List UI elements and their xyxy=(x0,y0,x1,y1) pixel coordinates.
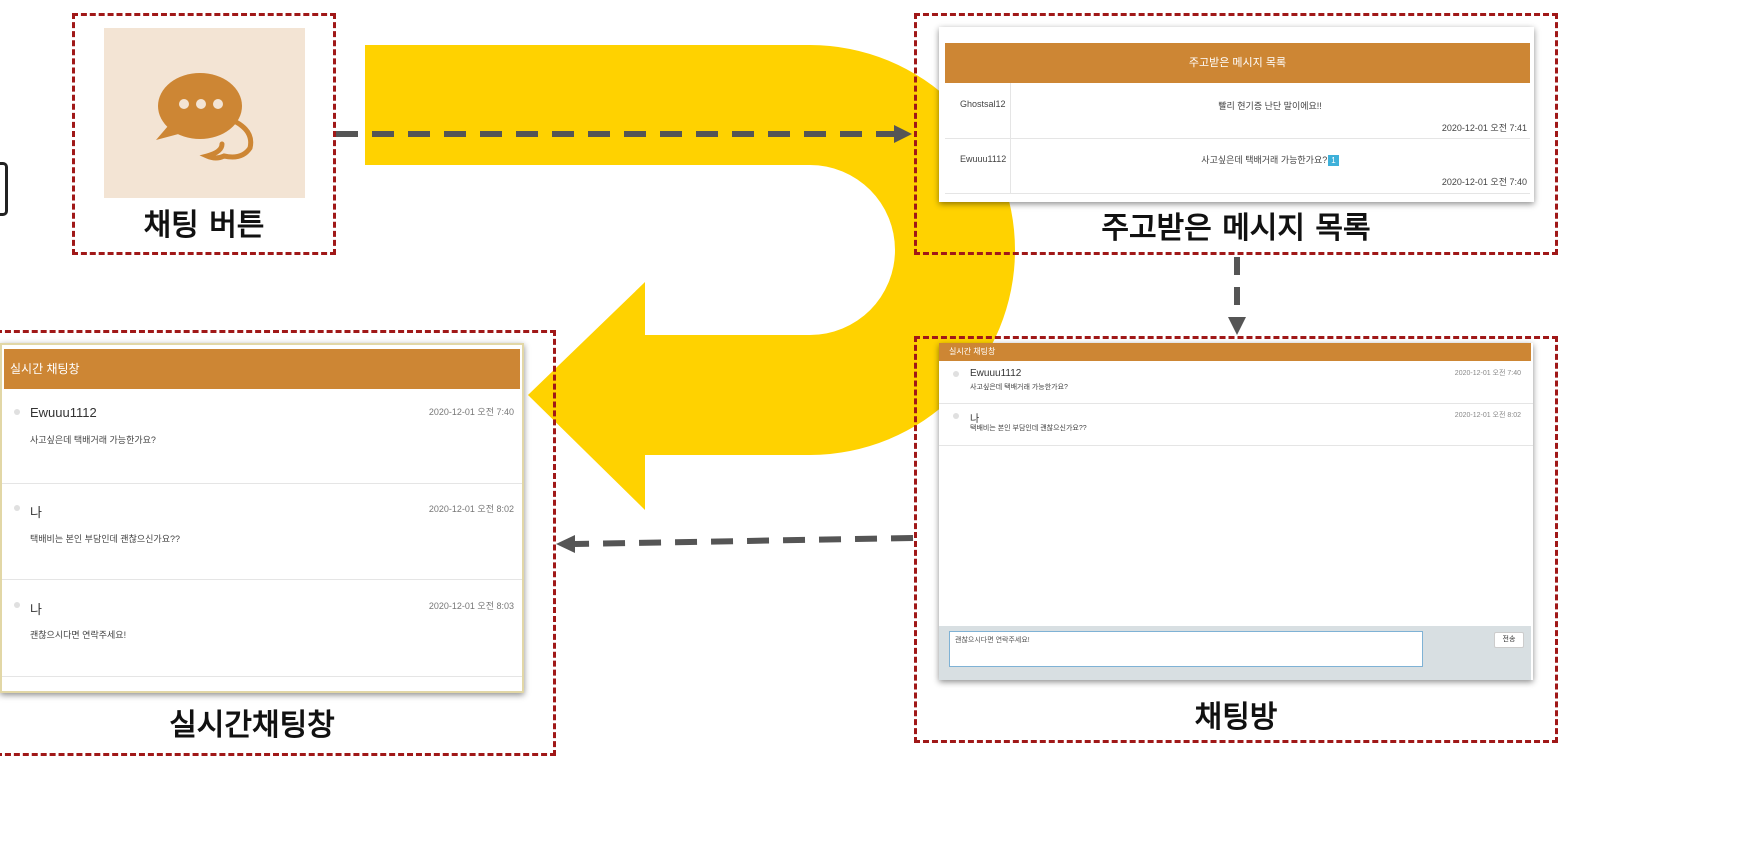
unread-badge: 1 xyxy=(1328,155,1339,166)
arrow-to-chat-room xyxy=(1228,257,1246,335)
message-text: 택배비는 본인 부담인데 괜찮으신가요?? xyxy=(970,425,1087,432)
message-separator xyxy=(2,483,522,484)
realtime-panel: 실시간 채팅창 Ewuuu1112 사고싶은데 택배거래 가능한가요? 2020… xyxy=(0,343,524,693)
avatar xyxy=(953,413,959,419)
message-user: 나 xyxy=(30,602,42,617)
realtime-message: 나 괜찮으시다면 연락주세요! 2020-12-01 오전 8:03 xyxy=(2,580,522,676)
message-user: 나 xyxy=(30,505,42,520)
realtime-caption: 실시간채팅창 xyxy=(169,708,335,743)
chat-message: Ewuuu1112 사고싶은데 택배거래 가능한가요? 2020-12-01 오… xyxy=(939,361,1531,403)
row-user: Ghostsal12 xyxy=(960,99,1006,109)
message-user: Ewuuu1112 xyxy=(970,368,1022,379)
row-separator xyxy=(945,138,1530,139)
message-user: Ewuuu1112 xyxy=(30,405,97,420)
row-message: 사고싶은데 택배거래 가능한가요? xyxy=(1201,155,1328,165)
u-turn-band xyxy=(365,45,1015,455)
message-row-2[interactable]: Ewuuu1112 사고싶은데 택배거래 가능한가요?1 2020-12-01 … xyxy=(945,139,1530,194)
message-separator xyxy=(939,403,1533,404)
message-text: 택배비는 본인 부담인데 괜찮으신가요?? xyxy=(30,534,180,544)
avatar xyxy=(14,505,20,511)
chat-button-caption: 채팅 버튼 xyxy=(143,208,265,243)
chat-button[interactable] xyxy=(104,28,305,198)
message-separator xyxy=(939,445,1533,446)
left-edge-fragment xyxy=(0,162,8,216)
message-text: 사고싶은데 택배거래 가능한가요? xyxy=(30,435,156,445)
row-separator xyxy=(945,193,1530,194)
arrow-to-message-list xyxy=(336,125,912,143)
chat-room-box xyxy=(914,336,1558,743)
avatar xyxy=(14,409,20,415)
message-separator xyxy=(2,579,522,580)
speech-bubbles-icon xyxy=(156,73,254,161)
row-message: 빨리 현기증 난단 말이에요!! xyxy=(1218,101,1322,111)
chat-room-caption: 채팅방 xyxy=(1194,700,1278,735)
message-time: 2020-12-01 오전 7:40 xyxy=(428,407,514,417)
message-list-box xyxy=(914,13,1558,255)
message-time: 2020-12-01 오전 7:40 xyxy=(1454,370,1521,377)
message-input[interactable]: 괜찮으시다면 연락주세요! xyxy=(949,631,1423,667)
realtime-header: 실시간 채팅창 xyxy=(4,349,520,389)
row-time: 2020-12-01 오전 7:40 xyxy=(1441,177,1527,187)
row-time: 2020-12-01 오전 7:41 xyxy=(1441,123,1527,133)
row-user: Ewuuu1112 xyxy=(960,154,1007,164)
arrow-to-realtime xyxy=(556,535,914,553)
avatar xyxy=(14,602,20,608)
message-text: 괜찮으시다면 연락주세요! xyxy=(30,630,127,640)
message-time: 2020-12-01 오전 8:02 xyxy=(428,504,514,514)
message-time: 2020-12-01 오전 8:02 xyxy=(1454,412,1521,419)
avatar xyxy=(953,371,959,377)
realtime-message: Ewuuu1112 사고싶은데 택배거래 가능한가요? 2020-12-01 오… xyxy=(2,391,522,483)
message-separator xyxy=(2,676,522,677)
chat-button-box xyxy=(72,13,336,255)
row-message-wrap: 사고싶은데 택배거래 가능한가요?1 xyxy=(1010,153,1530,166)
u-turn-arrowhead xyxy=(528,282,645,510)
message-list-caption: 주고받은 메시지 목록 xyxy=(1101,211,1371,246)
chat-room-header: 실시간 채팅창 xyxy=(939,343,1531,361)
message-row-1[interactable]: Ghostsal12 빨리 현기증 난단 말이에요!! 2020-12-01 오… xyxy=(945,83,1530,138)
chat-message: 나 택배비는 본인 부담인데 괜찮으신가요?? 2020-12-01 오전 8:… xyxy=(939,403,1531,445)
chat-room-panel: 실시간 채팅창 Ewuuu1112 사고싶은데 택배거래 가능한가요? 2020… xyxy=(939,343,1533,680)
message-time: 2020-12-01 오전 8:03 xyxy=(428,601,514,611)
send-button[interactable]: 전송 xyxy=(1494,632,1524,648)
message-user: 나 xyxy=(970,414,980,425)
message-text: 사고싶은데 택배거래 가능한가요? xyxy=(970,384,1068,391)
realtime-message: 나 택배비는 본인 부담인데 괜찮으신가요?? 2020-12-01 오전 8:… xyxy=(2,484,522,579)
message-list-panel: 주고받은 메시지 목록 Ghostsal12 빨리 현기증 난단 말이에요!! … xyxy=(939,27,1534,202)
realtime-box xyxy=(0,330,556,756)
message-list-header: 주고받은 메시지 목록 xyxy=(945,43,1530,83)
chat-input-bar: 괜찮으시다면 연락주세요! 전송 xyxy=(939,626,1531,680)
